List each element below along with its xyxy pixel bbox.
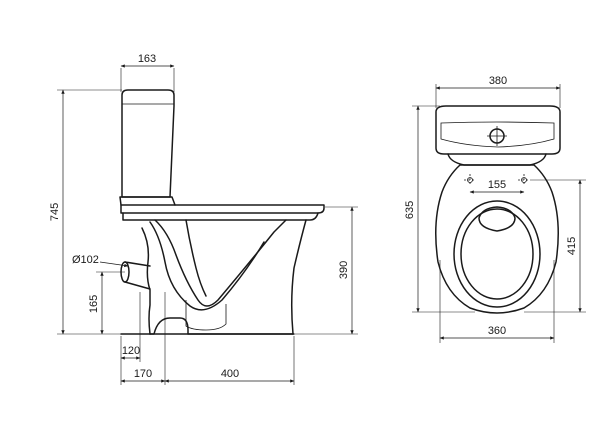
bowl-rim-top [453,200,541,308]
base-recess [185,300,227,331]
dim-seat-height: 390 [338,261,350,279]
dim-rear-offset: 170 [134,368,152,380]
dim-outlet-offset: 120 [122,345,140,357]
dim-tank-depth: 163 [138,53,156,65]
dim-outlet-height: 165 [88,295,100,313]
top-view: 380 635 155 415 360 [404,75,586,343]
dim-base-length: 400 [221,368,239,380]
rim-outline [122,212,319,221]
trap-outlet [185,219,207,297]
seat-outline [120,204,325,214]
bowl-inner-top [460,208,534,300]
drain-opening [478,206,516,232]
cistern-top-outline [435,105,561,155]
trap-passage [149,221,265,311]
dim-total-height: 745 [49,203,61,221]
dim-bolt-spacing: 155 [488,179,506,191]
bolt-marks [464,174,530,186]
bowl-outer-front [290,219,307,335]
side-view: 163 745 Ø102 165 120 170 400 390 [49,53,358,385]
outlet-horn [141,227,151,335]
outlet-pipe [124,261,151,290]
dim-bowl-width: 360 [488,325,506,337]
cistern-inner-curve [440,121,555,148]
dim-outlet-diameter: Ø102 [72,254,99,266]
cistern-outline [121,89,175,198]
dim-tank-width: 380 [489,75,507,87]
tank-bowl-joint [447,153,547,166]
bowl-outer-top [435,164,559,314]
cistern-base [119,196,176,206]
dim-bolt-to-front: 415 [566,237,578,255]
base-foot [149,317,294,335]
dim-top-length: 635 [404,201,416,219]
bowl-inner-trap [154,219,287,307]
